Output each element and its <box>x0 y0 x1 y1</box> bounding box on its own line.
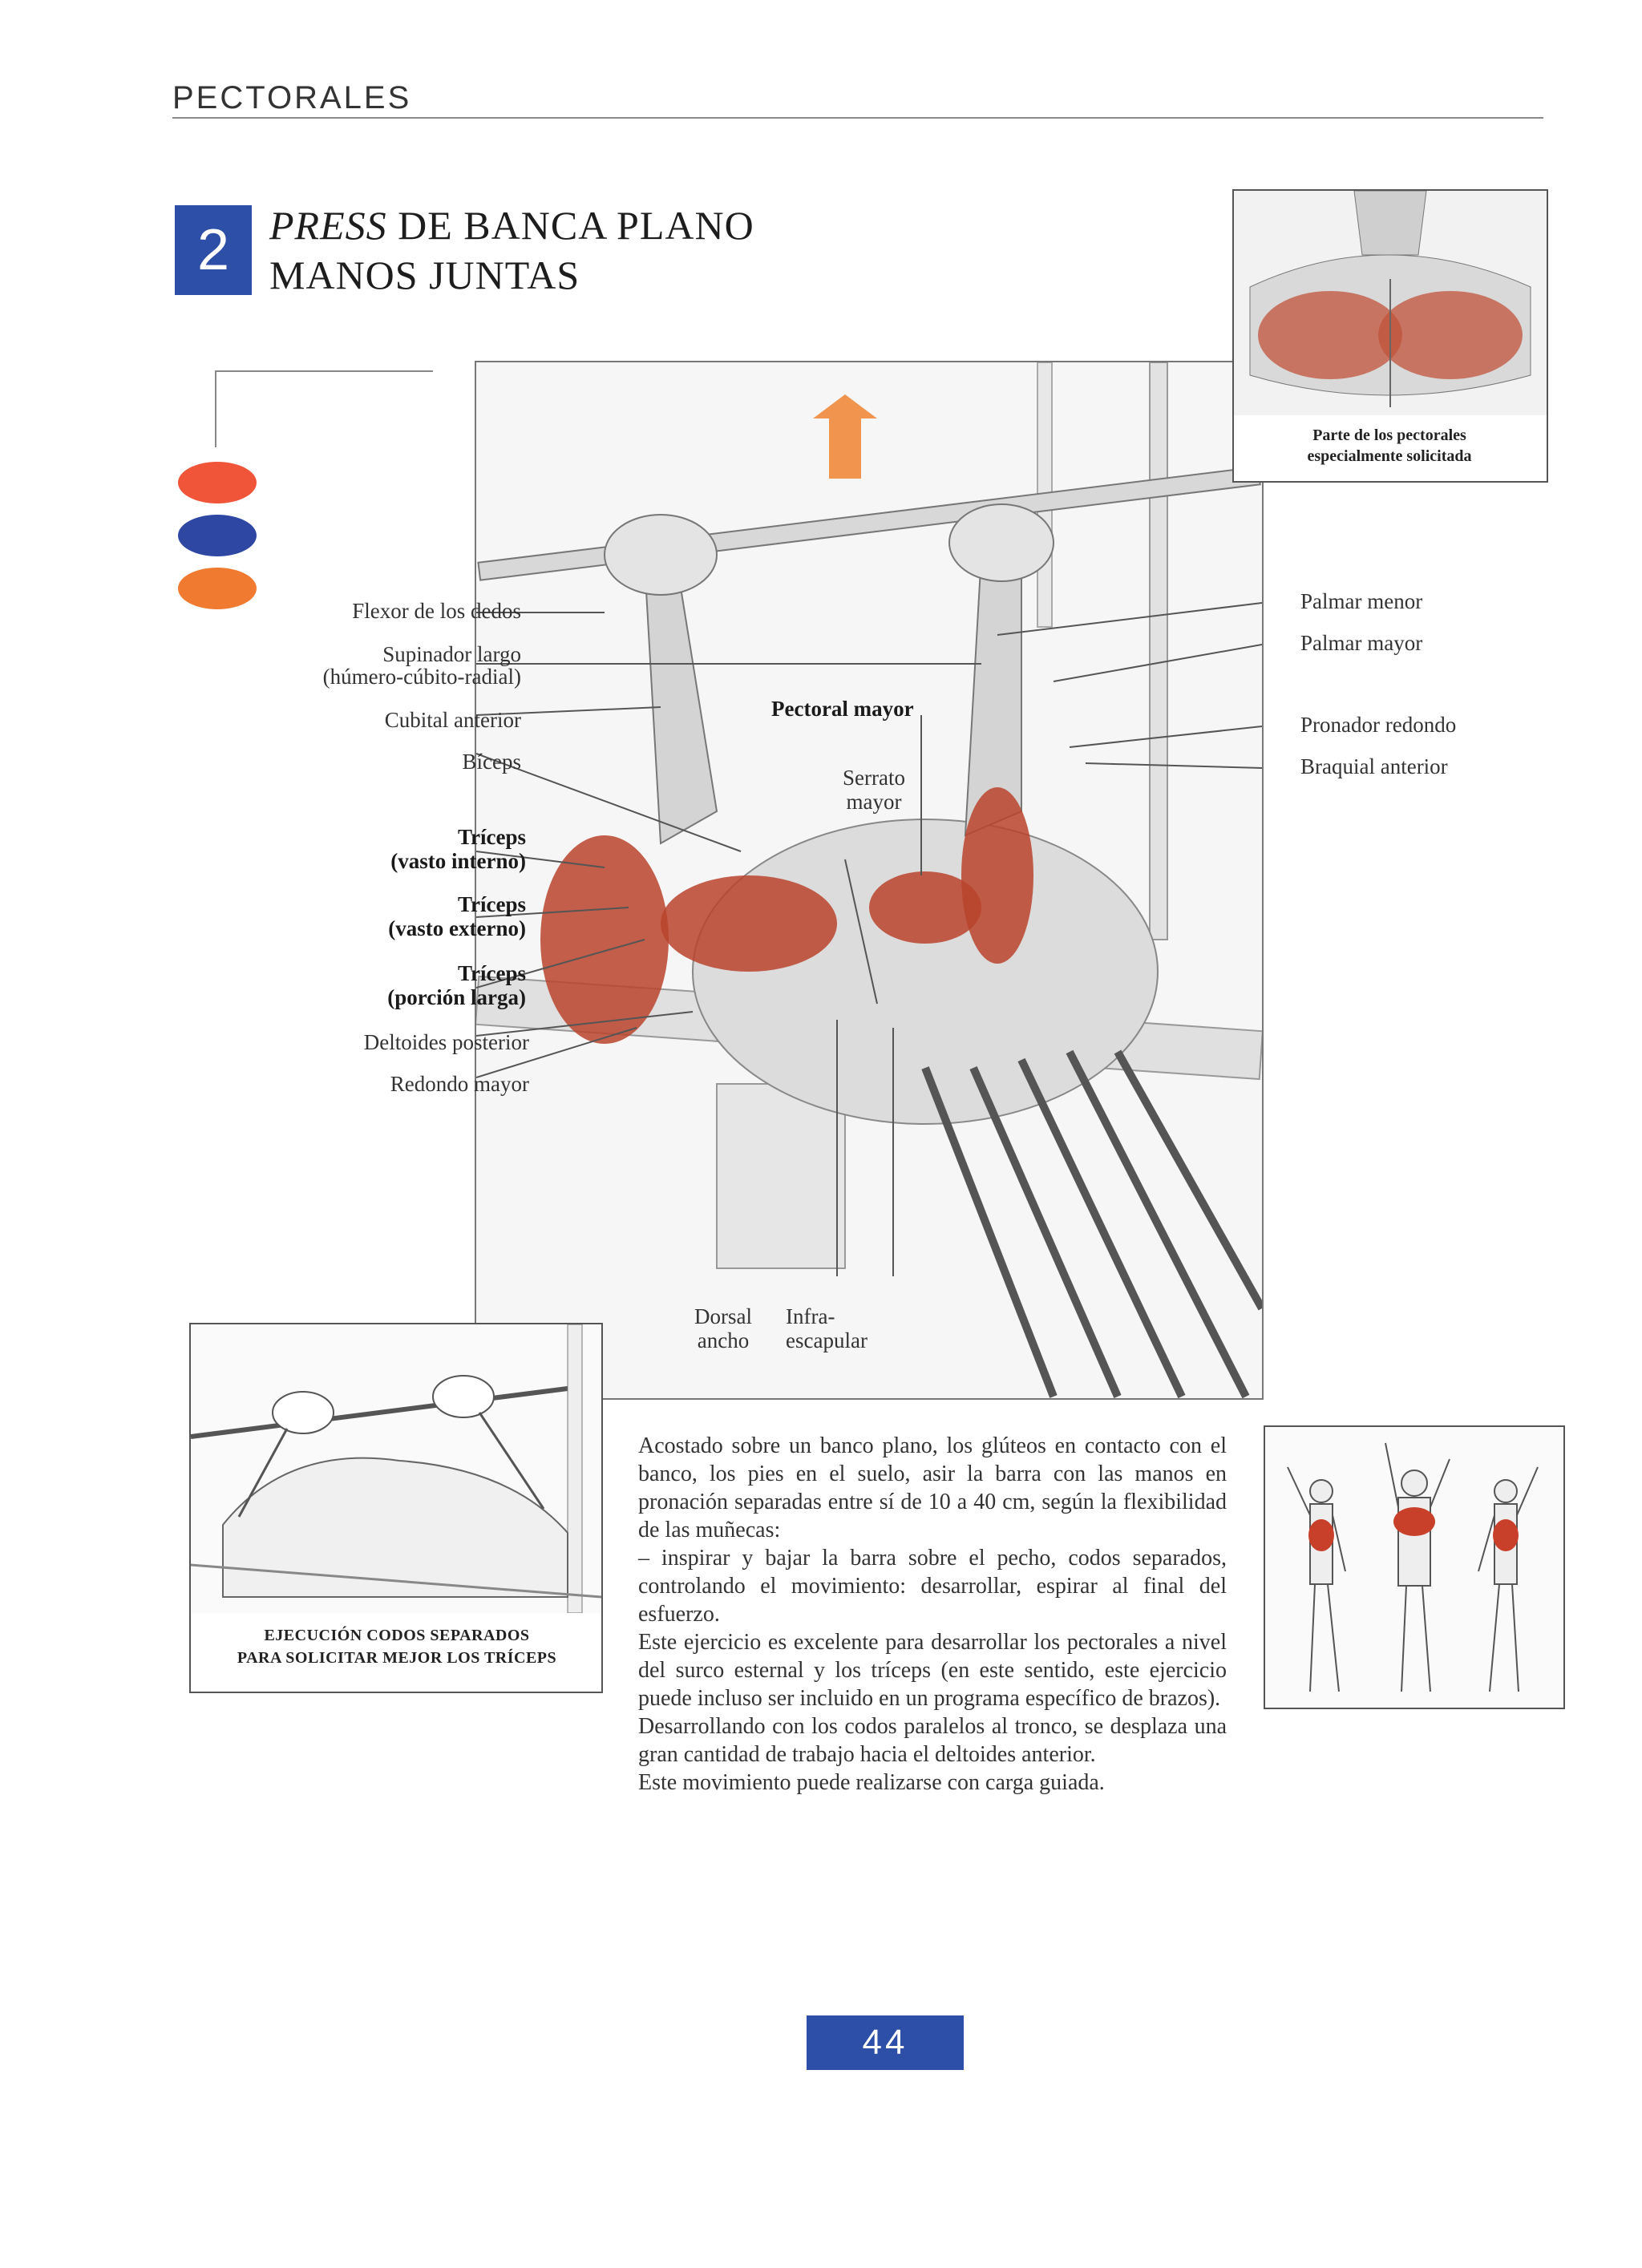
description-paragraph: Este movimiento puede realizarse con car… <box>638 1770 1105 1795</box>
label-serrato: Serrato <box>843 766 905 790</box>
label-dorsal: Dorsal <box>694 1304 752 1328</box>
decorative-bracket <box>215 370 433 447</box>
exercise-title: PRESS DE BANCA PLANO MANOS JUNTAS <box>269 200 754 300</box>
label-deltoides-posterior: Deltoides posterior <box>363 1030 529 1054</box>
description-paragraph: Este ejercicio es excelente para desarro… <box>638 1630 1227 1711</box>
title-emphasis: PRESS <box>269 203 387 248</box>
title-line-1-rest: DE BANCA PLANO <box>386 203 754 248</box>
inset-muscle-figures <box>1264 1425 1565 1709</box>
inset-elbows-caption-2: PARA SOLICITAR MEJOR LOS TRÍCEPS <box>237 1649 557 1667</box>
label-supinador-largo: Supinador largo <box>382 642 521 666</box>
label-braquial-anterior: Braquial anterior <box>1300 754 1448 778</box>
section-header: PECTORALES <box>172 80 412 115</box>
exercise-description: Acostado sobre un banco plano, los glúte… <box>638 1432 1227 1797</box>
label-redondo-mayor: Redondo mayor <box>390 1072 529 1096</box>
label-flexor-dedos: Flexor de los dedos <box>352 599 521 623</box>
description-paragraph: Desarrollando con los codos paralelos al… <box>638 1714 1227 1767</box>
inset-elbows-caption: EJECUCIÓN CODOS SEPARADOS PARA SOLICITAR… <box>200 1624 593 1669</box>
label-pronador-redondo: Pronador redondo <box>1300 713 1457 737</box>
label-triceps-interno-2: (vasto interno) <box>390 849 526 873</box>
label-dorsal-2: ancho <box>697 1328 750 1352</box>
chest-muscles-drawing <box>1234 190 1547 415</box>
bench-press-drawing <box>476 362 1262 1398</box>
label-serrato-2: mayor <box>846 790 902 814</box>
elbows-apart-drawing <box>190 1324 602 1614</box>
title-line-2: MANOS JUNTAS <box>269 253 580 297</box>
inset-elbows-apart <box>189 1323 603 1693</box>
exercise-number-badge: 2 <box>175 205 252 295</box>
label-palmar-mayor: Palmar mayor <box>1300 631 1423 655</box>
label-triceps-larga: Tríceps <box>458 961 526 985</box>
label-supinador-largo-2: (húmero-cúbito-radial) <box>322 665 521 689</box>
label-infra: Infra- <box>786 1304 835 1328</box>
label-infra-2: escapular <box>786 1328 868 1352</box>
three-figures-drawing <box>1265 1427 1563 1708</box>
label-biceps: Bíceps <box>462 750 522 774</box>
inset-elbows-caption-1: EJECUCIÓN CODOS SEPARADOS <box>264 1627 530 1644</box>
title-line-1: PRESS DE BANCA PLANO <box>269 200 754 250</box>
label-pectoral-mayor: Pectoral mayor <box>771 697 914 721</box>
description-paragraph: Acostado sobre un banco plano, los glúte… <box>638 1433 1227 1542</box>
label-triceps-externo-2: (vasto externo) <box>388 916 526 940</box>
label-triceps-interno: Tríceps <box>458 825 526 849</box>
page-number: 44 <box>807 2015 964 2070</box>
label-palmar-menor: Palmar menor <box>1300 589 1423 613</box>
inset-pectorals-caption-1: Parte de los pectorales <box>1312 427 1466 444</box>
label-triceps-externo: Tríceps <box>458 892 526 916</box>
inset-pectorals-caption: Parte de los pectorales especialmente so… <box>1239 425 1540 467</box>
orange-oval-icon <box>178 568 257 609</box>
blue-oval-icon <box>178 515 257 556</box>
label-triceps-larga-2: (porción larga) <box>387 985 526 1009</box>
inset-pectorals <box>1232 189 1548 483</box>
description-paragraph: – inspirar y bajar la barra sobre el pec… <box>638 1546 1227 1627</box>
main-illustration <box>475 361 1264 1400</box>
inset-pectorals-caption-2: especialmente solicitada <box>1307 447 1472 465</box>
label-cubital-anterior: Cubital anterior <box>384 708 521 732</box>
red-oval-icon <box>178 462 257 503</box>
header-rule <box>172 117 1543 119</box>
